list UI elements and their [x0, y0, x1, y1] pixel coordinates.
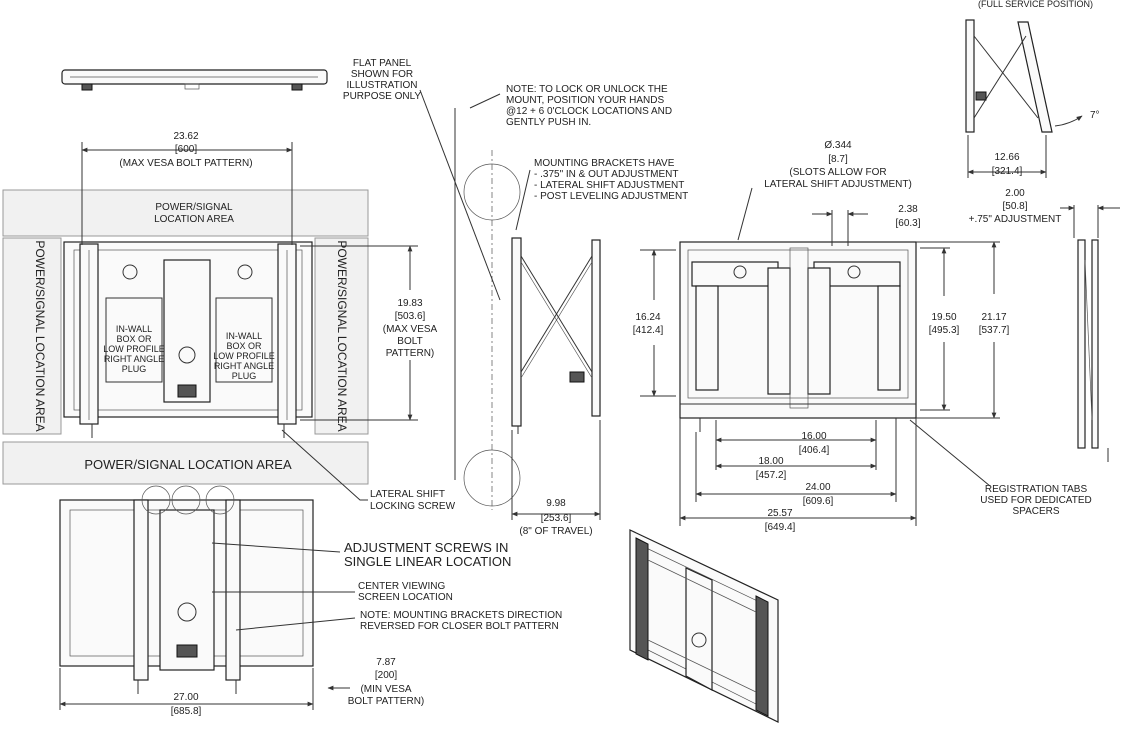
lateral-shift-label-1: LATERAL SHIFT [370, 489, 445, 500]
width-3-in: 24.00 [805, 482, 830, 493]
side-view [419, 89, 601, 520]
center-note-1: CENTER VIEWING [358, 581, 445, 592]
service-view [965, 19, 1083, 178]
front-height-note-3: PATTERN) [386, 348, 435, 359]
wall-plate-view [640, 187, 1000, 526]
height-2-mm: [495.3] [929, 325, 960, 336]
slot-diameter-mm: [8.7] [828, 154, 848, 165]
screws-note-1: ADJUSTMENT SCREWS IN [344, 540, 508, 555]
registration-note-1: REGISTRATION TABS [985, 484, 1088, 495]
reversed-view [59, 485, 356, 710]
front-view [2, 142, 418, 501]
slot-diameter-in: Ø.344 [824, 140, 852, 151]
left-power-zone [2, 237, 62, 435]
flat-panel-3: ILLUSTRATION [347, 80, 418, 91]
reversed-note-2: REVERSED FOR CLOSER BOLT PATTERN [360, 621, 559, 632]
height-3-mm: [537.7] [979, 325, 1010, 336]
center-note-2: SCREEN LOCATION [358, 592, 453, 603]
right-power-zone [314, 237, 369, 435]
slot-note-2: LATERAL SHIFT ADJUSTMENT) [764, 179, 912, 190]
box-left-1: IN-WALL [116, 324, 152, 334]
left-zone-label: POWER/SIGNAL LOCATION AREA [33, 240, 47, 431]
top-view [61, 69, 328, 91]
lock-note-3: @12 + 6 0'CLOCK LOCATIONS AND [506, 106, 672, 117]
service-width-in: 12.66 [994, 152, 1019, 163]
min-vesa-note-2: BOLT PATTERN) [348, 696, 425, 707]
box-right-2: BOX OR [226, 341, 262, 351]
lateral-shift-label-2: LOCKING SCREW [370, 501, 456, 512]
lock-note-2: MOUNT, POSITION YOUR HANDS [506, 95, 664, 106]
top-zone-label-2: LOCATION AREA [154, 214, 234, 225]
top-zone-label-1: POWER/SIGNAL [155, 202, 233, 213]
box-right-3: LOW PROFILE [213, 351, 275, 361]
min-vesa-mm: [200] [375, 670, 397, 681]
brackets-note-4: - POST LEVELING ADJUSTMENT [534, 191, 688, 202]
flat-panel-4: PURPOSE ONLY [343, 91, 421, 102]
box-right-5: PLUG [232, 371, 257, 381]
bottom-zone-label: POWER/SIGNAL LOCATION AREA [84, 457, 292, 472]
front-height-mm: [503.6] [395, 311, 426, 322]
registration-note-2: USED FOR DEDICATED [980, 495, 1092, 506]
flat-panel-1: FLAT PANEL [353, 58, 412, 69]
full-service-note: (FULL SERVICE POSITION) [978, 0, 1093, 9]
brackets-note-2: - .375" IN & OUT ADJUSTMENT [534, 169, 679, 180]
width-2-in: 18.00 [758, 456, 783, 467]
reversed-note-1: NOTE: MOUNTING BRACKETS DIRECTION [360, 610, 562, 621]
depth-mm: [50.8] [1002, 201, 1027, 212]
screws-note-2: SINGLE LINEAR LOCATION [344, 554, 511, 569]
min-vesa-in: 7.87 [376, 657, 396, 668]
travel-mm: [253.6] [541, 513, 572, 524]
height-1-in: 16.24 [635, 312, 660, 323]
lock-note-1: NOTE: TO LOCK OR UNLOCK THE [506, 84, 668, 95]
width-4-mm: [649.4] [765, 522, 796, 533]
depth-in: 2.00 [1005, 188, 1025, 199]
lock-note-4: GENTLY PUSH IN. [506, 117, 591, 128]
top-power-zone [2, 189, 369, 237]
brackets-note-3: - LATERAL SHIFT ADJUSTMENT [534, 180, 684, 191]
front-width-in: 23.62 [173, 131, 198, 142]
front-height-in: 19.83 [397, 298, 422, 309]
box-left-2: BOX OR [116, 334, 152, 344]
flat-panel-2: SHOWN FOR [351, 69, 413, 80]
reversed-width-in: 27.00 [173, 692, 198, 703]
front-width-mm: [600] [175, 144, 197, 155]
box-left-5: PLUG [122, 364, 147, 374]
width-1-in: 16.00 [801, 431, 826, 442]
front-width-note: (MAX VESA BOLT PATTERN) [119, 158, 252, 169]
right-zone-label: POWER/SIGNAL LOCATION AREA [335, 240, 349, 431]
width-4-in: 25.57 [767, 508, 792, 519]
brackets-note-1: MOUNTING BRACKETS HAVE [534, 158, 675, 169]
gap-mm: [60.3] [895, 218, 920, 229]
service-width-mm: [321.4] [992, 166, 1023, 177]
service-angle: 7° [1090, 110, 1100, 121]
travel-in: 9.98 [546, 498, 566, 509]
min-vesa-note-1: (MIN VESA [360, 684, 411, 695]
width-1-mm: [406.4] [799, 445, 830, 456]
box-right-4: RIGHT ANGLE [214, 361, 274, 371]
box-left-4: RIGHT ANGLE [104, 354, 164, 364]
travel-note: (8" OF TRAVEL) [519, 526, 592, 537]
box-left-3: LOW PROFILE [103, 344, 165, 354]
width-3-mm: [609.6] [803, 496, 834, 507]
width-2-mm: [457.2] [756, 470, 787, 481]
registration-note-3: SPACERS [1012, 506, 1059, 517]
height-1-mm: [412.4] [633, 325, 664, 336]
depth-adjust: +.75" ADJUSTMENT [969, 214, 1062, 225]
front-height-note-1: (MAX VESA [383, 324, 438, 335]
height-2-in: 19.50 [931, 312, 956, 323]
bottom-power-zone [2, 441, 369, 485]
gap-in: 2.38 [898, 204, 918, 215]
front-height-note-2: BOLT [397, 336, 422, 347]
height-3-in: 21.17 [981, 312, 1006, 323]
reversed-width-mm: [685.8] [171, 706, 202, 717]
isometric-view [629, 529, 779, 723]
depth-view [1060, 205, 1120, 462]
box-right-1: IN-WALL [226, 331, 262, 341]
slot-note-1: (SLOTS ALLOW FOR [789, 167, 886, 178]
